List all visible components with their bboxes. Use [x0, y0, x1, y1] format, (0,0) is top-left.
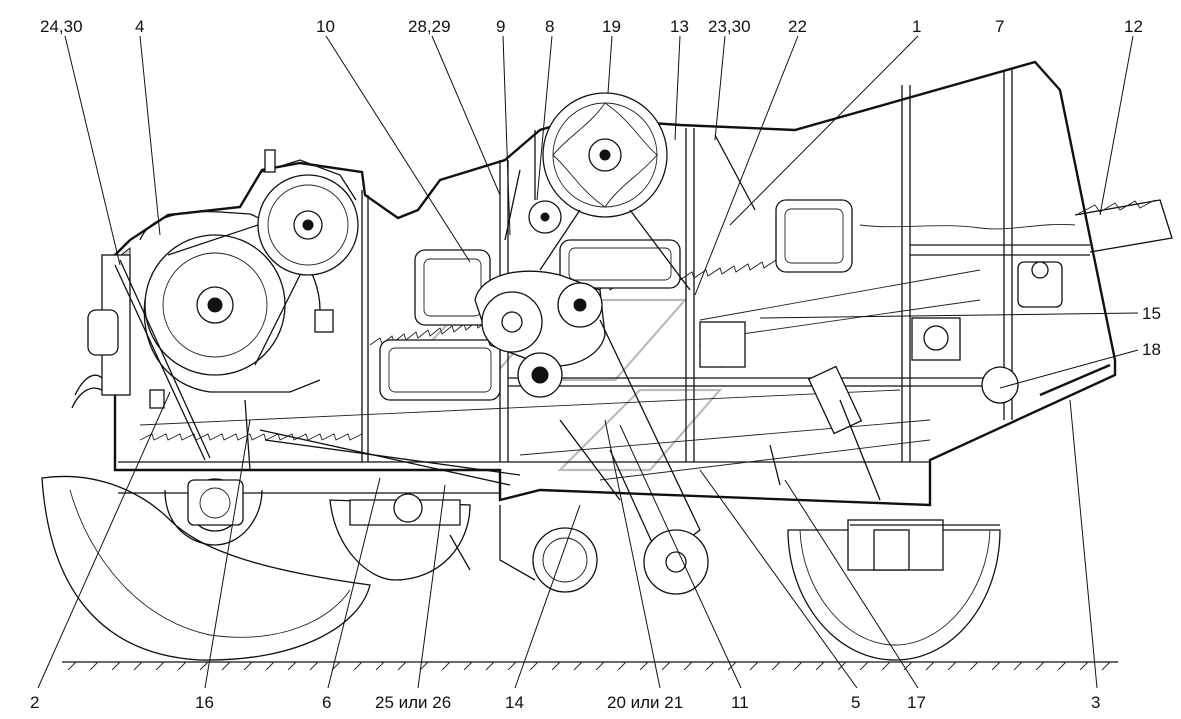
- ground-hatch-mark: [375, 661, 385, 671]
- ground-hatch-mark: [353, 661, 363, 671]
- callout-16: 16: [195, 693, 214, 712]
- callout-8: 8: [545, 17, 554, 36]
- front-wheel: [41, 475, 371, 661]
- ground-hatch-mark: [441, 661, 451, 671]
- ground-hatch-mark: [837, 661, 847, 671]
- lower-drum-left: [164, 478, 263, 546]
- callout-12: 12: [1124, 17, 1143, 36]
- callout-4: 4: [135, 17, 144, 36]
- ground-hatch-mark: [639, 661, 649, 671]
- ground-hatch-mark: [155, 661, 165, 671]
- ground-hatch-mark: [221, 661, 231, 671]
- ground-hatch-mark: [969, 661, 979, 671]
- ground-hatch-mark: [749, 661, 759, 671]
- ground-hatch-mark: [683, 661, 693, 671]
- callout-11: 11: [731, 693, 749, 712]
- callout-14: 14: [505, 693, 524, 712]
- right-side-components: [699, 261, 1111, 435]
- callout-23-30: 23,30: [708, 17, 751, 36]
- ground-hatch-mark: [881, 661, 891, 671]
- callout-19: 19: [602, 17, 621, 36]
- ground-hatch-mark: [595, 661, 605, 671]
- ground-hatch-mark: [793, 661, 803, 671]
- ground-hatch-mark: [1013, 661, 1023, 671]
- small-idler-pulley: [504, 130, 562, 241]
- ground-hatch-mark: [243, 661, 253, 671]
- ground-hatch-mark: [177, 661, 187, 671]
- ground-hatch-mark: [265, 661, 275, 671]
- callout-17: 17: [907, 693, 926, 712]
- ground-hatch-mark: [89, 661, 99, 671]
- fan-wheel: [539, 92, 691, 291]
- callout-6: 6: [322, 693, 331, 712]
- ground-hatch-mark: [199, 661, 209, 671]
- inspection-windows: [379, 199, 1063, 401]
- ground-hatch-mark: [1035, 661, 1045, 671]
- machine-body: [113, 60, 1173, 507]
- ground-hatch-mark: [419, 661, 429, 671]
- central-drive-assembly: [474, 270, 709, 595]
- ground-hatch-mark: [925, 661, 935, 671]
- ground-hatch-mark: [67, 661, 77, 671]
- callout-28-29: 28,29: [408, 17, 451, 36]
- upper-pulley-assembly: [167, 149, 359, 366]
- ground-hatch-mark: [573, 661, 583, 671]
- ground-hatch-mark: [463, 661, 473, 671]
- ground-hatch-mark: [331, 661, 341, 671]
- rear-wheel: [787, 519, 1001, 661]
- ground-hatch-mark: [551, 661, 561, 671]
- ground-hatch-mark: [309, 661, 319, 671]
- ground-hatch-mark: [815, 661, 825, 671]
- ground-hatch-mark: [133, 661, 143, 671]
- callout-20-or-21: 20 или 21: [607, 693, 683, 712]
- ground-hatch-mark: [1057, 661, 1067, 671]
- callouts-top: 24,30 4 10 28,29 9 8 19 13 23,30 22 1 7 …: [40, 17, 1143, 36]
- callouts-right: 15 18: [1142, 304, 1161, 359]
- callouts-bottom: 2 16 6 25 или 26 14 20 или 21 11 5 17 3: [30, 693, 1100, 712]
- lower-drum-center: [329, 493, 471, 581]
- callout-7: 7: [995, 17, 1004, 36]
- callout-22: 22: [788, 17, 807, 36]
- ground-hatch-mark: [507, 661, 517, 671]
- leader-lines: [37, 35, 1139, 689]
- callout-1: 1: [912, 17, 921, 36]
- ground-hatch-mark: [705, 661, 715, 671]
- callout-5: 5: [851, 693, 860, 712]
- ground-hatch-mark: [1101, 661, 1111, 671]
- ground-hatch-mark: [661, 661, 671, 671]
- callout-25-or-26: 25 или 26: [375, 693, 451, 712]
- callout-24-30: 24,30: [40, 17, 83, 36]
- lower-drum-bottom: [499, 505, 598, 593]
- ground-hatch-mark: [859, 661, 869, 671]
- ground-hatch-mark: [485, 661, 495, 671]
- ground-hatch-mark: [1079, 661, 1089, 671]
- callout-18: 18: [1142, 340, 1161, 359]
- ground-line: [62, 661, 1118, 671]
- ground-hatch-mark: [397, 661, 407, 671]
- ground-hatch-mark: [287, 661, 297, 671]
- ground-hatch-mark: [771, 661, 781, 671]
- callout-15: 15: [1142, 304, 1161, 323]
- callout-13: 13: [670, 17, 689, 36]
- ground-hatch-mark: [529, 661, 539, 671]
- ground-hatch-mark: [111, 661, 121, 671]
- ground-hatch-mark: [991, 661, 1001, 671]
- ground-hatch-mark: [727, 661, 737, 671]
- callout-9: 9: [496, 17, 505, 36]
- ground-hatch-mark: [947, 661, 957, 671]
- callout-2: 2: [30, 693, 39, 712]
- callout-10: 10: [316, 17, 335, 36]
- callout-3: 3: [1091, 693, 1100, 712]
- front-drum-assembly: [71, 210, 334, 409]
- ground-hatch-mark: [617, 661, 627, 671]
